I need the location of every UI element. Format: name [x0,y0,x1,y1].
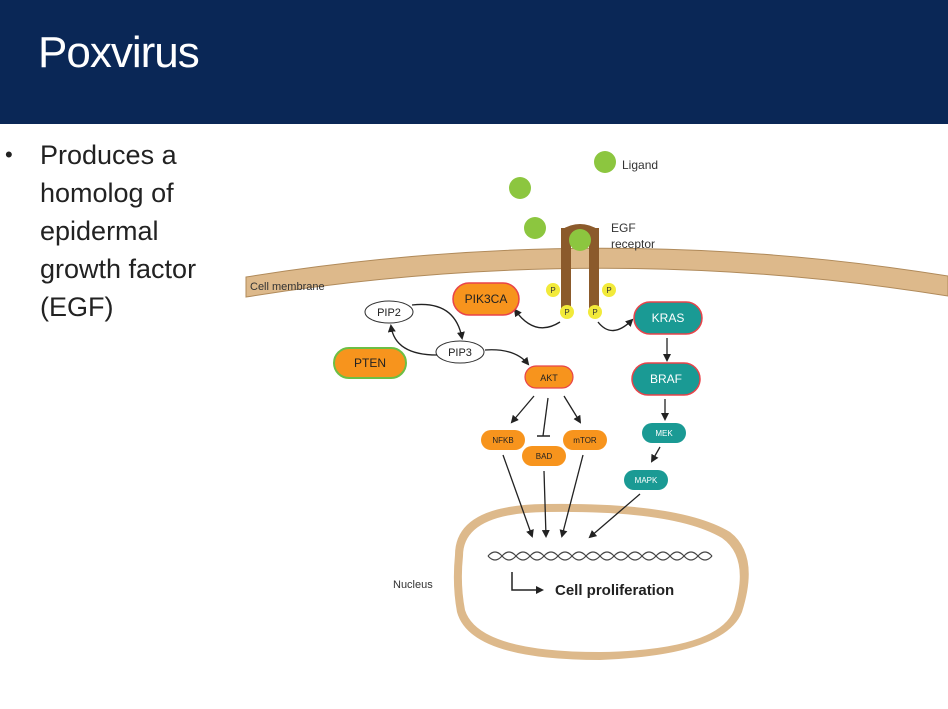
inhibition-line [542,397,549,437]
bullet-icon: • [5,142,13,167]
svg-text:P: P [550,286,555,295]
pip2-node: PIP2 [364,300,414,324]
membrane-label: Cell membrane [250,281,325,293]
pten-node: PTEN [333,347,407,379]
akt-node: AKT [524,365,574,389]
arrow [588,493,641,539]
svg-text:BAD: BAD [536,452,553,461]
dna-helix-icon [487,551,713,561]
mek-node: MEK [642,423,686,443]
arrow [387,324,438,356]
svg-text:AKT: AKT [540,373,558,383]
bullet-line: (EGF) [40,292,114,322]
svg-text:PIP2: PIP2 [377,307,401,319]
pip3-node: PIP3 [435,340,485,364]
arrow [513,308,561,329]
bound-ligand-icon [569,229,591,251]
braf-node: BRAF [631,362,701,396]
arrow [510,395,535,424]
receptor-label-line1: EGF [611,221,636,235]
svg-text:MEK: MEK [655,429,673,438]
receptor-label-line2: receptor [611,237,655,251]
svg-text:P: P [564,308,569,317]
svg-text:P: P [606,286,611,295]
svg-text:BRAF: BRAF [650,372,682,386]
bad-node: BAD [522,446,566,466]
phospho-site: P [560,305,574,319]
cell-membrane [245,247,948,298]
ligand-icon [509,177,531,199]
title-bar: Poxvirus [0,0,948,124]
arrow [502,454,534,538]
outcome-label: Cell proliferation [555,582,674,599]
arrow [411,303,465,340]
ligand-label: Ligand [622,158,658,172]
svg-text:KRAS: KRAS [652,311,685,325]
bullet-line: Produces a [40,140,177,170]
svg-text:P: P [592,308,597,317]
bullet-line: homolog of [40,178,174,208]
proliferation-arrow [511,572,544,594]
arrow [541,470,550,538]
svg-text:PIP3: PIP3 [448,347,472,359]
svg-text:NFKB: NFKB [492,436,513,445]
svg-text:MAPK: MAPK [635,476,658,485]
bullet-line: growth factor [40,254,197,284]
bullet-line: epidermal [40,216,159,246]
arrow [559,454,584,538]
svg-text:PIK3CA: PIK3CA [465,292,508,306]
arrow [597,318,634,332]
svg-text:PTEN: PTEN [354,356,386,370]
svg-text:mTOR: mTOR [573,436,597,445]
nucleus-label: Nucleus [393,579,433,591]
nucleus [453,503,749,660]
kras-node: KRAS [633,301,703,335]
phospho-site: P [546,283,560,297]
phospho-site: P [602,283,616,297]
egf-receptor [561,224,599,314]
bullet-text: Produces a homolog of epidermal growth f… [40,136,240,326]
arrow [484,349,530,366]
mtor-node: mTOR [563,430,607,450]
arrow [651,446,661,463]
nfkb-node: NFKB [481,430,525,450]
mapk-node: MAPK [624,470,668,490]
ligand-icon [524,217,546,239]
phospho-site: P [588,305,602,319]
arrow [563,395,582,424]
ligand-icon [594,151,616,173]
pik3ca-node: PIK3CA [452,282,520,316]
slide-title: Poxvirus [38,28,200,77]
